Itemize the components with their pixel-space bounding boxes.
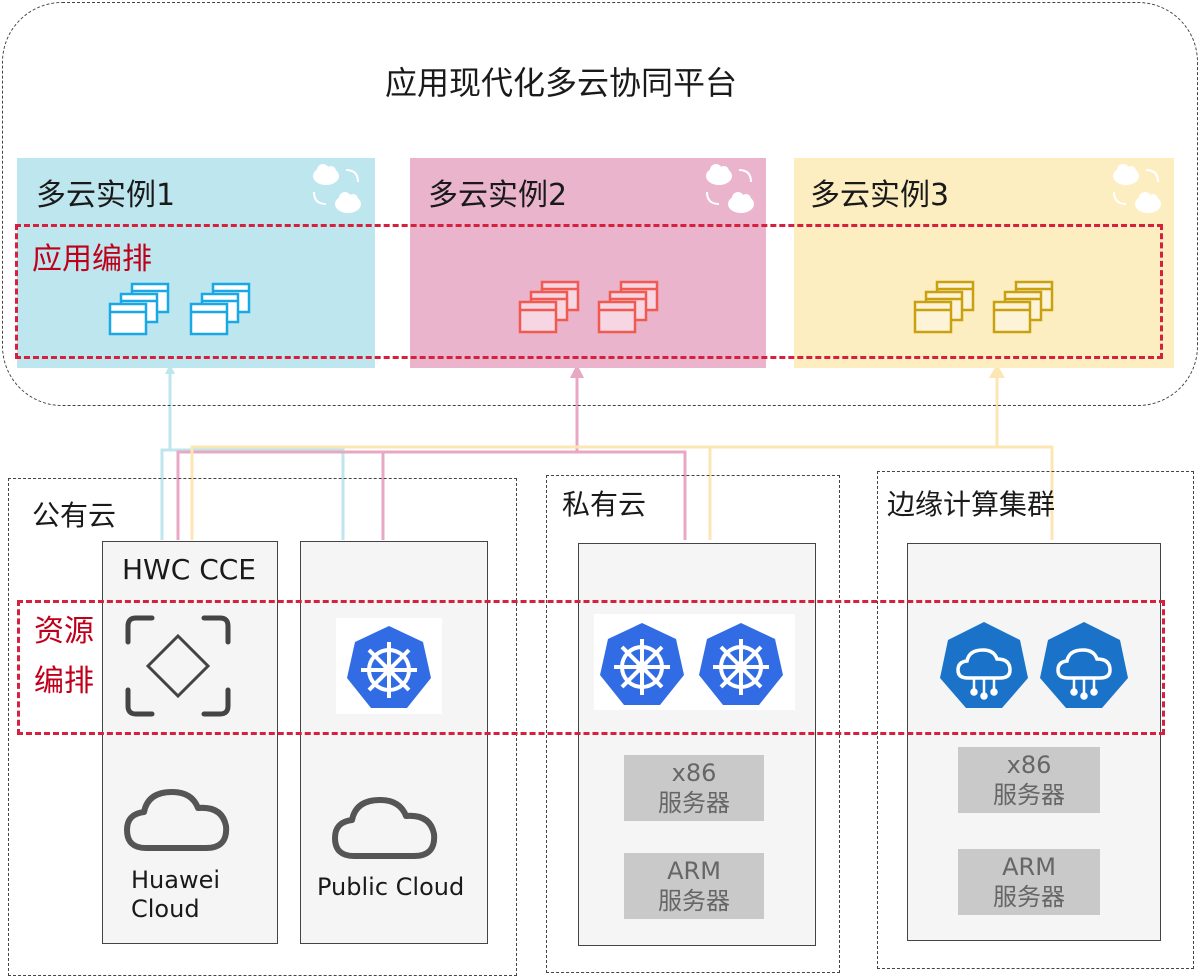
app-windows-icon (108, 282, 170, 336)
arm-server-line2: 服务器 (993, 883, 1065, 911)
platform-title: 应用现代化多云协同平台 (385, 64, 738, 102)
cce-icon (125, 615, 231, 717)
app-windows-icon (518, 280, 580, 334)
x86-server-box: x86 服务器 (624, 755, 764, 821)
kubernetes-icon (600, 623, 684, 705)
resource-orchestration-band (17, 600, 1165, 735)
private-cloud-title: 私有云 (562, 488, 647, 521)
cloud-icon (332, 797, 438, 859)
cloud-icon (124, 789, 230, 851)
x86-server-line1: x86 (671, 759, 717, 787)
instance-label-2: 多云实例2 (428, 178, 568, 213)
app-windows-icon (913, 280, 975, 334)
huawei-cloud-label-2: Cloud (131, 895, 200, 923)
app-windows-icon (992, 280, 1054, 334)
arm-server-box: ARM 服务器 (624, 853, 764, 919)
resource-orchestration-label-1: 资源 (34, 614, 94, 649)
public-cloud-label: Public Cloud (317, 873, 465, 901)
instance-label-1: 多云实例1 (36, 178, 176, 213)
edge-cluster-group (877, 471, 1194, 969)
edge-cluster-title: 边缘计算集群 (887, 488, 1056, 521)
hwc-cce-title: HWC CCE (122, 553, 256, 586)
kubernetes-icon (347, 626, 431, 708)
arm-server-line1: ARM (667, 857, 721, 885)
cloud-sync-icon (313, 164, 361, 213)
private-cloud-group (546, 475, 840, 973)
cloud-sync-icon (1113, 164, 1161, 213)
kubernetes-icon (699, 623, 783, 705)
x86-server-line2: 服务器 (993, 781, 1065, 809)
arm-server-box: ARM 服务器 (958, 849, 1100, 915)
arm-server-line2: 服务器 (658, 887, 730, 915)
instance-card-3 (794, 158, 1174, 368)
app-windows-icon (189, 282, 251, 336)
public-cloud-group (8, 478, 517, 976)
instance-label-3: 多云实例3 (810, 178, 950, 213)
public-cloud-panel (300, 541, 488, 944)
app-windows-icon (597, 280, 659, 334)
resource-orchestration-label-2: 编排 (34, 664, 94, 699)
public-cloud-title: 公有云 (32, 499, 117, 532)
edge-cloud-icon (1040, 622, 1128, 708)
app-orchestration-label: 应用编排 (32, 242, 152, 277)
edge-cloud-icon (940, 622, 1028, 708)
app-orchestration-band (15, 224, 1163, 359)
arm-server-line1: ARM (1002, 853, 1056, 881)
x86-server-line1: x86 (1006, 751, 1052, 779)
hwc-cce-panel (102, 541, 278, 944)
x86-server-line2: 服务器 (658, 789, 730, 817)
huawei-cloud-label-1: Huawei (131, 866, 221, 894)
platform-container (2, 2, 1198, 406)
cloud-sync-icon (706, 164, 754, 213)
x86-server-box: x86 服务器 (958, 747, 1100, 813)
